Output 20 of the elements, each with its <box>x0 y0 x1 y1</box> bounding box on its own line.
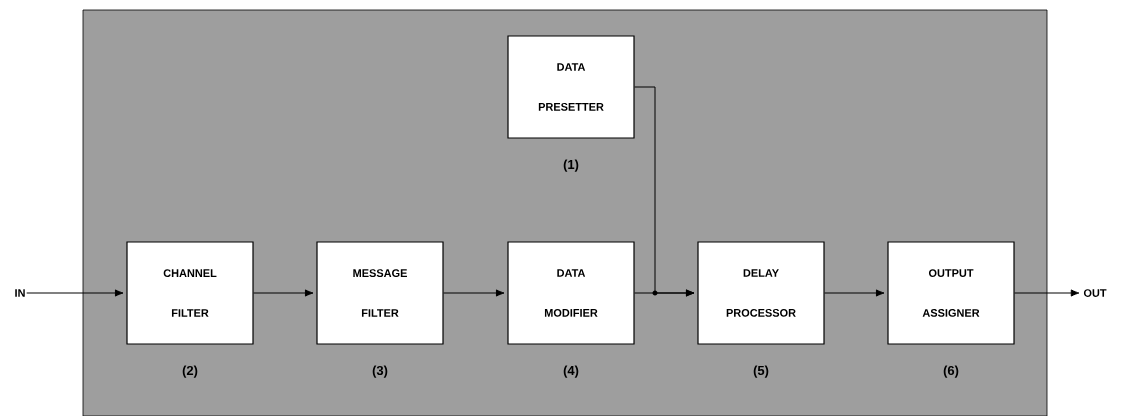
process-box: DELAY PROCESSOR <box>697 241 825 345</box>
arrow <box>443 289 505 297</box>
callout-number: (4) <box>563 365 579 378</box>
arrow <box>1014 289 1080 297</box>
arrow <box>26 289 124 297</box>
callout-number: (1) <box>563 159 579 172</box>
arrow <box>824 289 885 297</box>
arrow <box>253 289 314 297</box>
process-box: MESSAGE FILTER <box>316 241 444 345</box>
process-box: CHANNEL FILTER <box>126 241 254 345</box>
arrow <box>634 86 695 297</box>
callout-number: (5) <box>753 365 769 378</box>
signal-label: OUT <box>1083 289 1107 297</box>
signal-label: IN <box>15 289 25 297</box>
process-box: DATA MODIFIER <box>507 241 635 345</box>
callout-number: (6) <box>943 365 959 378</box>
callout-number: (2) <box>182 365 198 378</box>
process-box: OUTPUT ASSIGNER <box>887 241 1015 345</box>
callout-number: (3) <box>372 365 388 378</box>
process-box: DATA PRESETTER <box>507 35 635 139</box>
